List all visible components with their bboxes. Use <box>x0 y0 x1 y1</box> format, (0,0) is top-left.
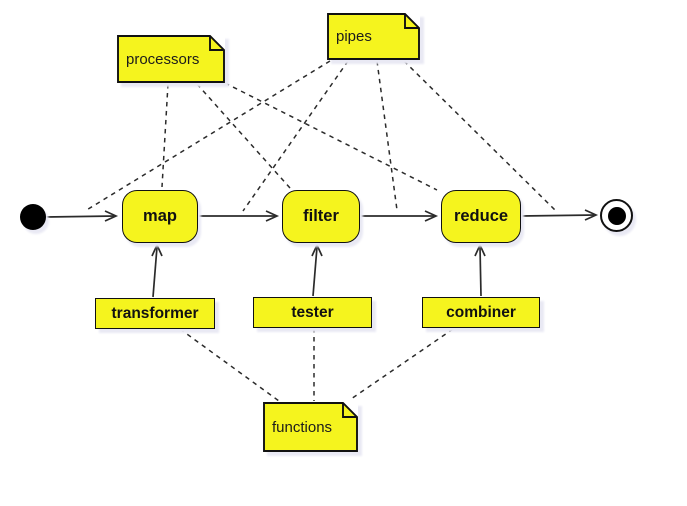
edge-start-map <box>45 210 119 222</box>
link-processors-reduce <box>224 82 438 191</box>
activity-filter-label: filter <box>303 207 339 225</box>
object-combiner: combiner <box>422 297 540 328</box>
note-functions: functions <box>263 402 358 452</box>
activity-filter: filter <box>282 190 360 243</box>
link-pipes-filter-reduce-transition <box>376 60 398 211</box>
link-processors-filter <box>196 83 291 189</box>
note-pipes: pipes <box>327 13 420 60</box>
object-tester-label: tester <box>291 303 334 321</box>
edge-combiner-reduce <box>474 242 486 297</box>
edge-map-filter <box>198 210 280 222</box>
link-transformer-functions <box>179 328 280 402</box>
object-combiner-label: combiner <box>446 303 516 321</box>
object-transformer: transformer <box>95 298 215 329</box>
initial-state-node <box>20 204 46 230</box>
object-transformer-label: transformer <box>111 304 199 322</box>
note-processors-label: processors <box>126 50 200 68</box>
activity-map: map <box>122 190 198 243</box>
edge-transformer-map <box>151 242 163 298</box>
note-pipes-label: pipes <box>336 28 372 45</box>
note-shape <box>117 35 225 83</box>
final-state-node <box>600 199 633 232</box>
activity-map-label: map <box>143 207 177 225</box>
final-state-inner-dot <box>607 206 626 225</box>
link-pipes-map-filter-transition <box>242 60 349 212</box>
activity-reduce-label: reduce <box>453 207 509 225</box>
note-shape <box>327 13 420 60</box>
note-processors: processors <box>117 35 225 83</box>
edge-filter-reduce <box>360 210 439 222</box>
object-tester: tester <box>253 297 372 328</box>
link-combiner-functions <box>350 328 454 400</box>
link-processors-map <box>161 83 169 188</box>
link-pipes-reduce-end-transition <box>403 60 557 212</box>
link-pipes-start-map-transition <box>84 60 331 212</box>
activity-reduce: reduce <box>441 190 521 243</box>
edge-reduce-end <box>520 209 599 221</box>
note-shape <box>263 402 358 452</box>
edge-tester-filter <box>311 242 323 297</box>
note-functions-label: functions <box>272 418 333 436</box>
